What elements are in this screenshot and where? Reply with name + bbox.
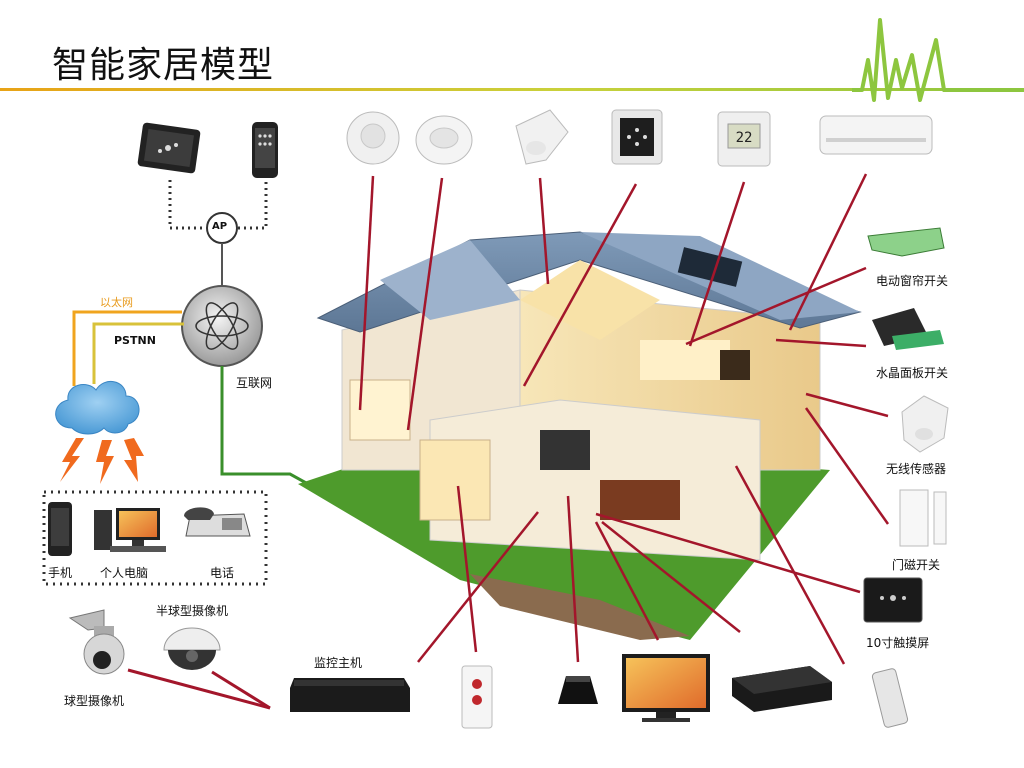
- internet-globe-icon: [181, 285, 263, 367]
- mobile-icon: [252, 122, 278, 178]
- curtain-switch-icon: [867, 227, 945, 257]
- door-switch-label: 门磁开关: [892, 558, 941, 572]
- wireless-sensor-icon: [901, 395, 949, 453]
- infrared-transponder-icon: [558, 676, 598, 704]
- remote-control-icon: [461, 665, 493, 729]
- thermostat-icon: 22: [717, 111, 771, 167]
- ball-camera-label: 球型摄像机: [64, 694, 125, 708]
- pstn-line: [92, 322, 184, 384]
- pc-label: 个人电脑: [100, 566, 149, 580]
- title-underline: [0, 88, 1024, 91]
- ethernet-label: 以太网: [100, 296, 133, 309]
- pc-icon: [94, 508, 166, 552]
- curtain-switch-label: 电动窗帘开关: [876, 274, 949, 288]
- crystal-panel-icon: [872, 308, 944, 350]
- dome-camera-icon: [163, 627, 221, 670]
- ap-label: AP: [212, 221, 228, 232]
- internet-label: 互联网: [236, 376, 273, 390]
- heartbeat-logo: [852, 18, 1024, 102]
- pstn-label: PSTNN: [114, 334, 156, 347]
- lightning-icons: [60, 438, 144, 484]
- house-illustration: [298, 231, 862, 640]
- ethernet-line: [72, 310, 182, 386]
- phone-label: 手机: [48, 566, 73, 580]
- crystal-panel-label: 水晶面板开关: [876, 366, 949, 380]
- wireless-dotted-links: [168, 180, 268, 230]
- air-conditioner-icon: [819, 115, 933, 155]
- wireless-sensor-label: 无线传感器: [886, 462, 947, 476]
- touchscreen-icon: [863, 577, 923, 623]
- terminals-box: [42, 490, 268, 586]
- telephone-icon: [184, 507, 251, 537]
- dome-camera-label: 半球型摄像机: [156, 604, 229, 618]
- telephone-label: 电话: [210, 566, 235, 580]
- door-sensor-icon: [899, 489, 947, 547]
- slide-title: 智能家居模型: [52, 45, 275, 86]
- tv-icon: [622, 654, 710, 722]
- monitor-host-label: 监控主机: [314, 656, 363, 670]
- phone-terminal-icon: [48, 502, 72, 556]
- cloud-icon: [55, 381, 140, 435]
- gas-detector-icon: [415, 115, 473, 165]
- ball-camera-icon: [68, 609, 125, 675]
- camera-connection-lines: [127, 668, 271, 710]
- infrared-sensor-icon: [515, 109, 569, 165]
- touchscreen-label: 10寸触摸屏: [866, 636, 930, 650]
- wall-switch-icon: [611, 109, 663, 165]
- handheld-remote-icon: [871, 668, 909, 728]
- smoke-detector-icon: [346, 111, 400, 165]
- leader-lines: [358, 173, 890, 665]
- tablet-icon: [137, 122, 201, 174]
- monitor-host-icon: [290, 678, 410, 712]
- thermostat-reading: 22: [736, 130, 753, 146]
- dvd-player-icon: [732, 666, 832, 712]
